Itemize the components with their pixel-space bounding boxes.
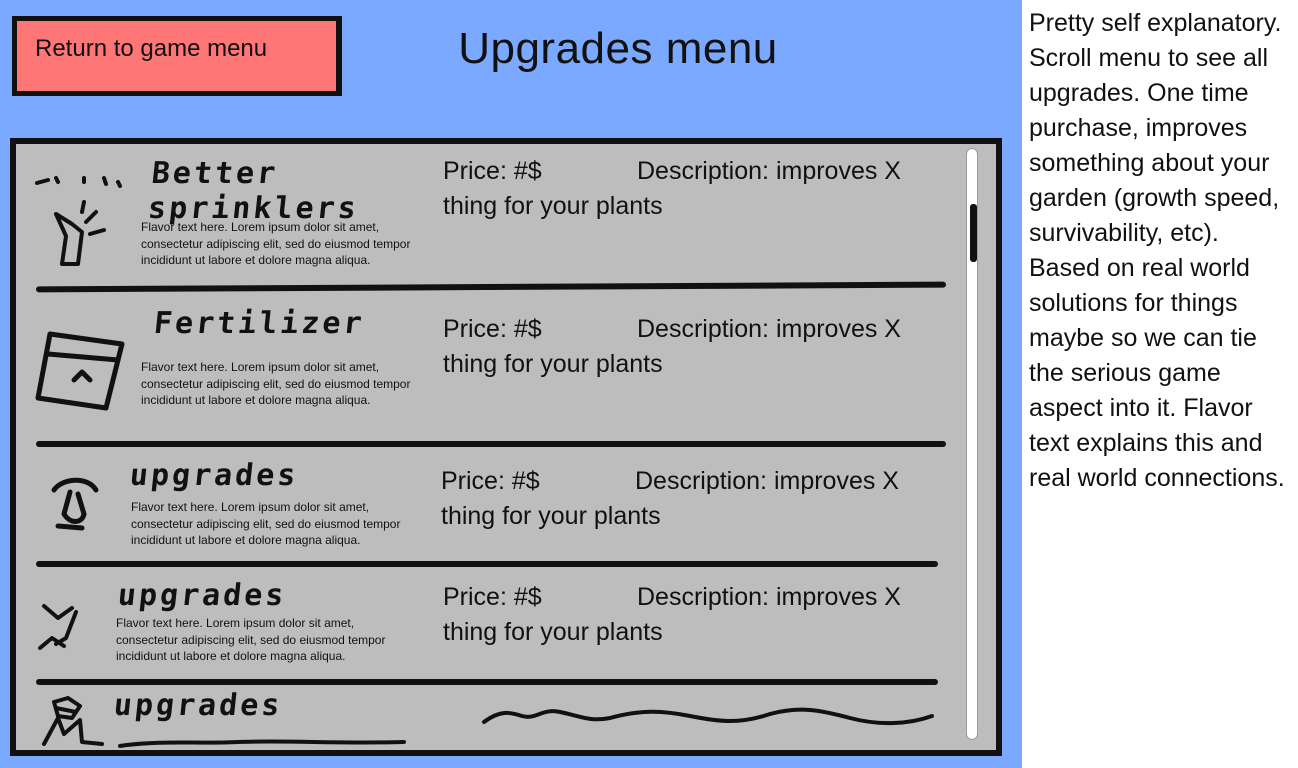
game-canvas: Return to game menu Upgrades menu Better… — [0, 0, 1022, 768]
designer-note: Pretty self explanatory. Scroll menu to … — [1029, 9, 1285, 492]
scribble-placeholder-text — [118, 739, 406, 748]
upgrade-name: Better sprinklers — [146, 156, 361, 226]
upgrade-description-continued: thing for your plants — [443, 350, 663, 378]
scribble-placeholder-text — [482, 707, 934, 726]
item-divider — [36, 561, 938, 567]
upgrade-description: Description: improves X — [635, 467, 899, 495]
upgrade-description-continued: thing for your plants — [443, 618, 663, 646]
page-title: Upgrades menu — [458, 24, 778, 73]
upgrade-name: upgrades — [128, 458, 301, 493]
upgrade-price: Price: #$ — [443, 583, 542, 611]
upgrade-name: upgrades — [112, 688, 285, 723]
scrollbar-track[interactable] — [966, 148, 978, 740]
upgrade-description-continued: thing for your plants — [441, 502, 661, 530]
upgrade-price: Price: #$ — [443, 157, 542, 185]
upgrade-description: Description: improves X — [637, 315, 901, 343]
item-divider — [36, 679, 938, 685]
return-to-game-menu-button[interactable]: Return to game menu — [12, 16, 342, 96]
upgrade-description: Description: improves X — [637, 157, 901, 185]
plant-cluster-icon — [42, 696, 104, 746]
sprinkler-icon — [35, 176, 122, 266]
mushroom-icon — [51, 477, 99, 531]
upgrade-flavor-text: Flavor text here. Lorem ipsum dolor sit … — [141, 360, 411, 407]
upgrade-description-continued: thing for your plants — [443, 192, 663, 220]
fertilizer-bag-icon — [35, 331, 125, 411]
upgrade-flavor-text: Flavor text here. Lorem ipsum dolor sit … — [131, 500, 401, 547]
upgrade-name: upgrades — [116, 578, 289, 613]
sprout-icon — [38, 604, 78, 650]
upgrade-price: Price: #$ — [443, 315, 542, 343]
scrollbar-thumb[interactable] — [970, 204, 977, 262]
upgrades-scroll-panel[interactable] — [10, 138, 1002, 756]
upgrade-flavor-text: Flavor text here. Lorem ipsum dolor sit … — [116, 616, 386, 663]
item-divider — [36, 441, 946, 447]
upgrade-description: Description: improves X — [637, 583, 901, 611]
upgrade-flavor-text: Flavor text here. Lorem ipsum dolor sit … — [141, 220, 411, 267]
upgrade-name: Fertilizer — [152, 306, 367, 341]
upgrade-price: Price: #$ — [441, 467, 540, 495]
